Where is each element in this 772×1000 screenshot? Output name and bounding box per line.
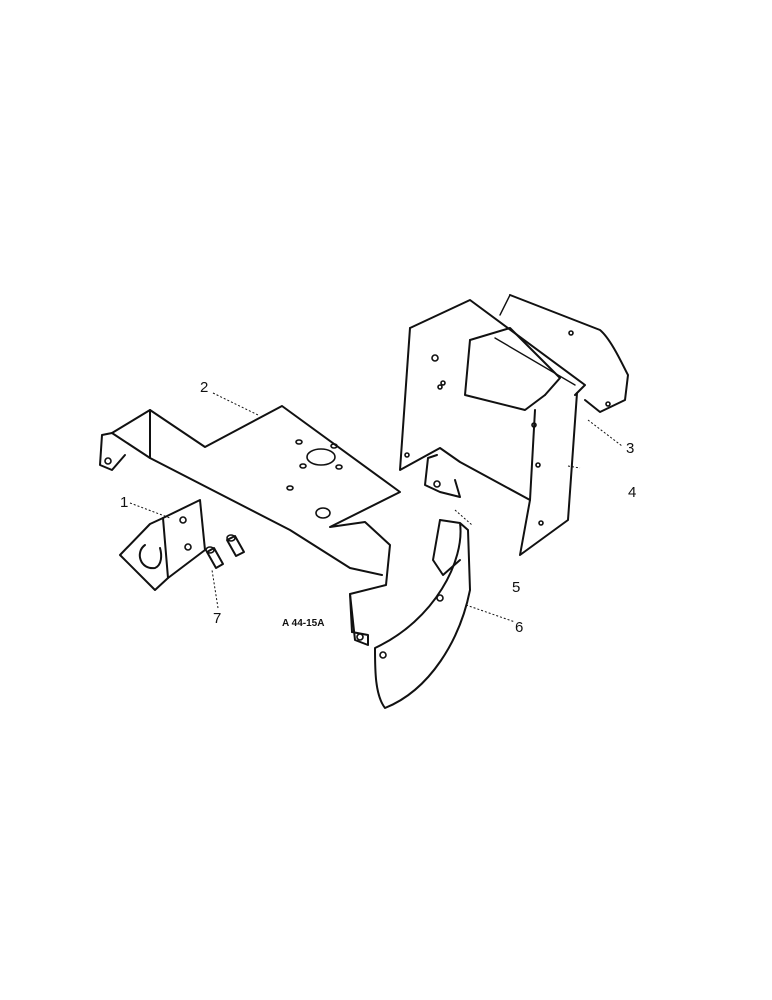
callout-5: 5 bbox=[512, 579, 520, 596]
callout-6: 6 bbox=[515, 619, 523, 636]
part-3-rear-shield bbox=[499, 294, 629, 413]
callout-3: 3 bbox=[626, 440, 634, 457]
part-1-bracket bbox=[119, 499, 206, 591]
part-2-mounting-plate bbox=[99, 405, 401, 646]
part-7-spacers bbox=[205, 534, 245, 569]
part-6-curved-guard bbox=[374, 519, 471, 709]
callout-4: 4 bbox=[628, 484, 636, 501]
part-4-cover-panel bbox=[399, 299, 586, 556]
callout-7: 7 bbox=[213, 610, 221, 627]
callout-leaders bbox=[129, 392, 623, 623]
callout-1: 1 bbox=[120, 494, 128, 511]
drawing-reference-number: A 44-15A bbox=[282, 618, 324, 629]
callout-2: 2 bbox=[200, 379, 208, 396]
